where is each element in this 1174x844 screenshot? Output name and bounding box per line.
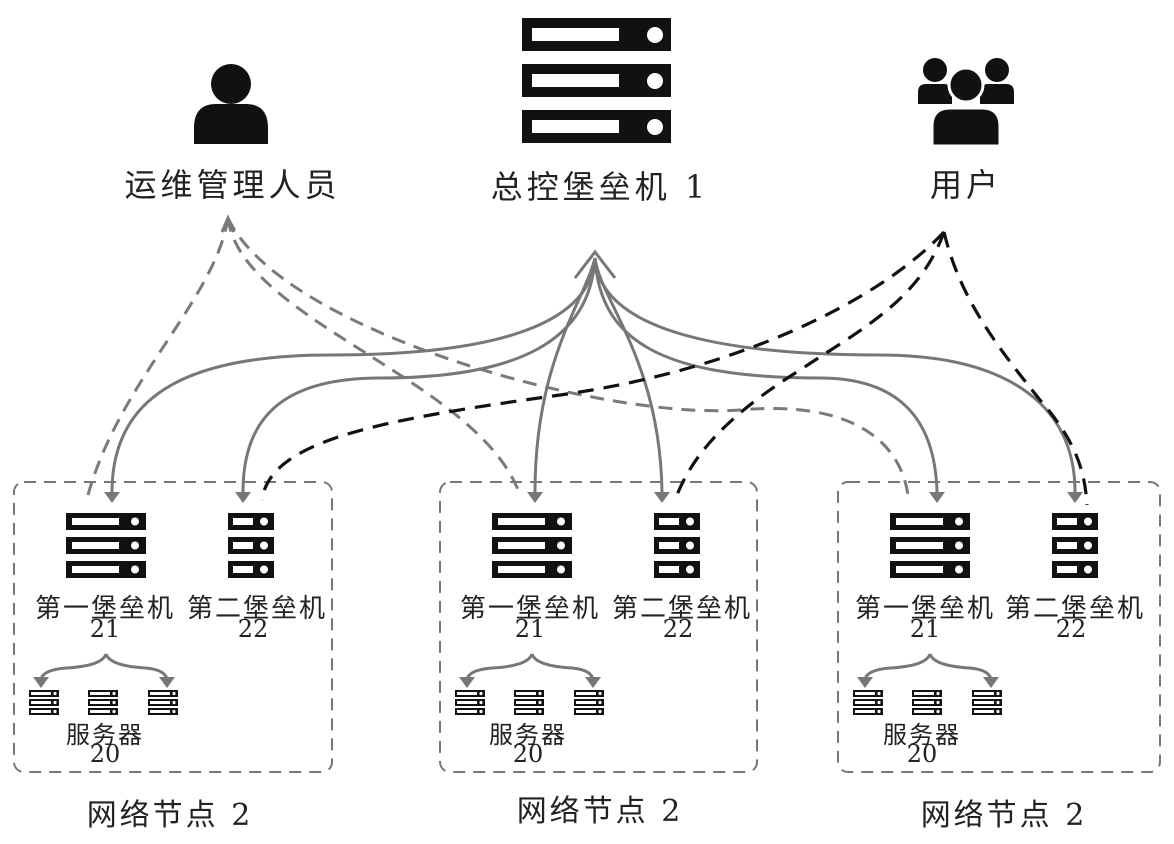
servers-ref: 20 bbox=[89, 740, 121, 768]
master-link bbox=[241, 257, 597, 493]
admin-link bbox=[226, 217, 910, 496]
arrow-head bbox=[459, 677, 475, 688]
master-link bbox=[533, 257, 597, 493]
server-icon bbox=[912, 690, 942, 715]
second-bastion-icon bbox=[228, 513, 274, 578]
second-bastion-label: 第二堡垒机 bbox=[1004, 594, 1145, 624]
network-node-label: 网络节点 2 bbox=[920, 798, 1088, 833]
servers-ref: 20 bbox=[906, 740, 938, 768]
user-label: 用户 bbox=[929, 166, 1002, 204]
first-bastion-icon bbox=[890, 513, 970, 578]
admin-link bbox=[86, 217, 230, 496]
servers-label: 服务器 bbox=[489, 721, 567, 749]
admin-link bbox=[226, 217, 522, 496]
network-node-label: 网络节点 2 bbox=[516, 794, 684, 829]
first-bastion-ref: 21 bbox=[89, 615, 121, 643]
server-icon bbox=[148, 690, 178, 715]
servers-label: 服务器 bbox=[883, 721, 961, 749]
admin-label: 运维管理人员 bbox=[124, 166, 341, 204]
master-link bbox=[110, 257, 597, 493]
server-icon bbox=[29, 690, 59, 715]
servers-ref: 20 bbox=[512, 740, 544, 768]
arrow-head bbox=[654, 492, 670, 503]
network-node-box bbox=[837, 481, 1161, 773]
first-bastion-label: 第一堡垒机 bbox=[854, 594, 995, 624]
network-node-label: 网络节点 2 bbox=[86, 798, 254, 833]
second-bastion-icon bbox=[654, 513, 700, 578]
server-link-right bbox=[928, 653, 993, 681]
server-link-right bbox=[104, 653, 169, 681]
network-node-box bbox=[13, 481, 333, 773]
arrow-head bbox=[929, 492, 945, 503]
server-icon bbox=[574, 690, 604, 715]
server-icon bbox=[88, 690, 118, 715]
server-icon bbox=[455, 690, 485, 715]
server-rack-icon bbox=[522, 18, 671, 143]
arrow-head bbox=[33, 677, 49, 688]
arrow-head bbox=[527, 492, 543, 503]
arrow-head bbox=[1067, 492, 1083, 503]
second-bastion-icon bbox=[1052, 513, 1098, 578]
second-bastion-label: 第二堡垒机 bbox=[611, 594, 752, 624]
arrow-head bbox=[857, 677, 873, 688]
master-bastion-label: 总控堡垒机 1 bbox=[490, 168, 710, 206]
second-bastion-ref: 22 bbox=[237, 615, 269, 643]
arrow-head bbox=[983, 677, 999, 688]
second-bastion-label: 第二堡垒机 bbox=[186, 594, 327, 624]
user-link bbox=[260, 230, 946, 501]
master-link bbox=[593, 257, 939, 493]
server-icon bbox=[972, 690, 1002, 715]
arrow-head bbox=[159, 677, 175, 688]
arrow-head bbox=[104, 492, 120, 503]
first-bastion-ref: 21 bbox=[909, 615, 941, 643]
first-bastion-label: 第一堡垒机 bbox=[459, 594, 600, 624]
network-node-box bbox=[439, 481, 758, 773]
server-icon bbox=[514, 690, 544, 715]
server-link-left bbox=[863, 653, 932, 681]
second-bastion-ref: 22 bbox=[1055, 615, 1087, 643]
server-link-right bbox=[530, 653, 595, 681]
master-arrow-tip bbox=[573, 249, 617, 279]
second-bastion-ref: 22 bbox=[662, 615, 694, 643]
servers-label: 服务器 bbox=[66, 721, 144, 749]
first-bastion-label: 第一堡垒机 bbox=[34, 594, 175, 624]
arrow-head bbox=[585, 677, 601, 688]
arrow-head bbox=[235, 492, 251, 503]
person-icon bbox=[194, 64, 268, 144]
user-group-icon bbox=[918, 58, 1014, 148]
first-bastion-icon bbox=[492, 513, 572, 578]
first-bastion-ref: 21 bbox=[514, 615, 546, 643]
first-bastion-icon bbox=[66, 513, 146, 578]
server-icon bbox=[853, 690, 883, 715]
server-link-left bbox=[465, 653, 534, 681]
master-link bbox=[593, 257, 664, 493]
server-link-left bbox=[39, 653, 108, 681]
admin-arrow-tip bbox=[220, 214, 236, 233]
user-link bbox=[673, 231, 946, 501]
user-link bbox=[942, 231, 1089, 506]
